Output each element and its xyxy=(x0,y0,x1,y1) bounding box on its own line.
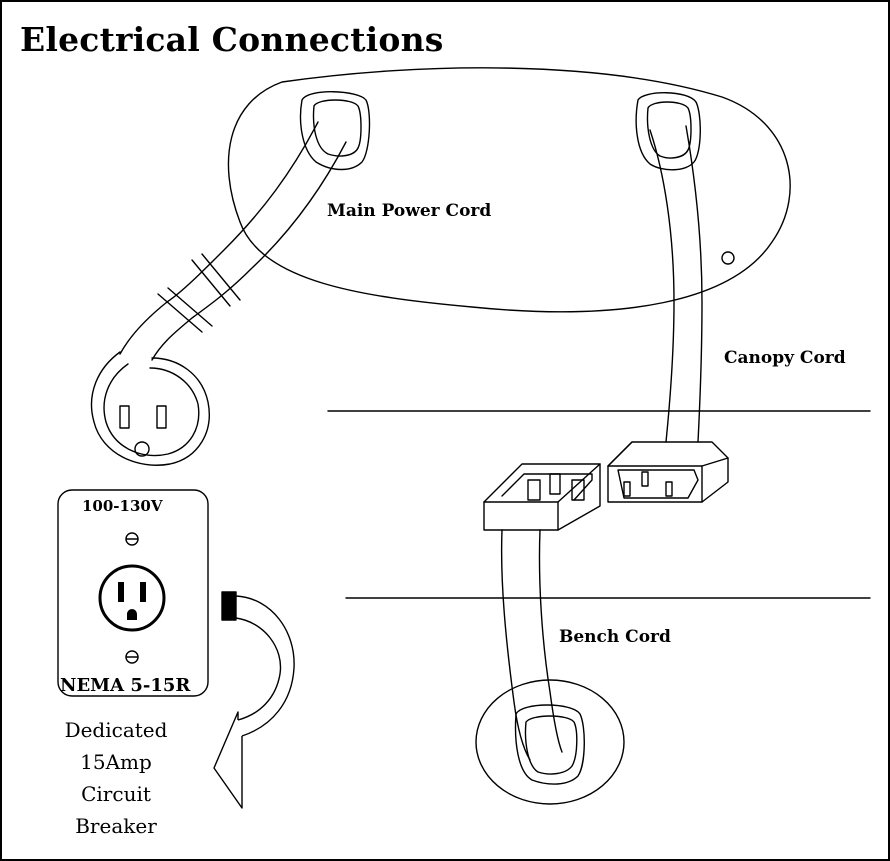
main-power-cord-label: Main Power Cord xyxy=(327,201,492,221)
main-power-cord xyxy=(119,121,319,355)
canopy-grommet-left xyxy=(299,91,371,171)
breaker-note-line: Dedicated xyxy=(64,718,168,742)
breaker-note-line: Circuit xyxy=(81,782,151,806)
outlet-voltage-label: 100-130V xyxy=(82,497,163,515)
bench-cord-label: Bench Cord xyxy=(559,627,671,647)
outlet-type-label: NEMA 5-15R xyxy=(60,675,191,696)
canopy-grommet-right xyxy=(635,92,701,171)
breaker-note: Dedicated 15Amp Circuit Breaker xyxy=(30,714,202,842)
curved-arrow-icon xyxy=(213,591,295,809)
wall-plug-icon xyxy=(90,351,210,466)
iec-connector-female-icon xyxy=(607,441,729,503)
bench-cord xyxy=(500,529,531,761)
wall-outlet-icon xyxy=(57,489,209,697)
breaker-note-line: Breaker xyxy=(75,814,157,838)
floor-grommet-icon xyxy=(475,679,625,805)
canopy-outline xyxy=(227,67,791,313)
canopy-cord-label: Canopy Cord xyxy=(724,348,846,368)
iec-connector-male-icon xyxy=(483,463,601,531)
page-title: Electrical Connections xyxy=(20,20,444,59)
canopy-screw-icon xyxy=(721,251,735,265)
breaker-note-line: 15Amp xyxy=(80,750,152,774)
canopy-cord xyxy=(649,129,675,443)
